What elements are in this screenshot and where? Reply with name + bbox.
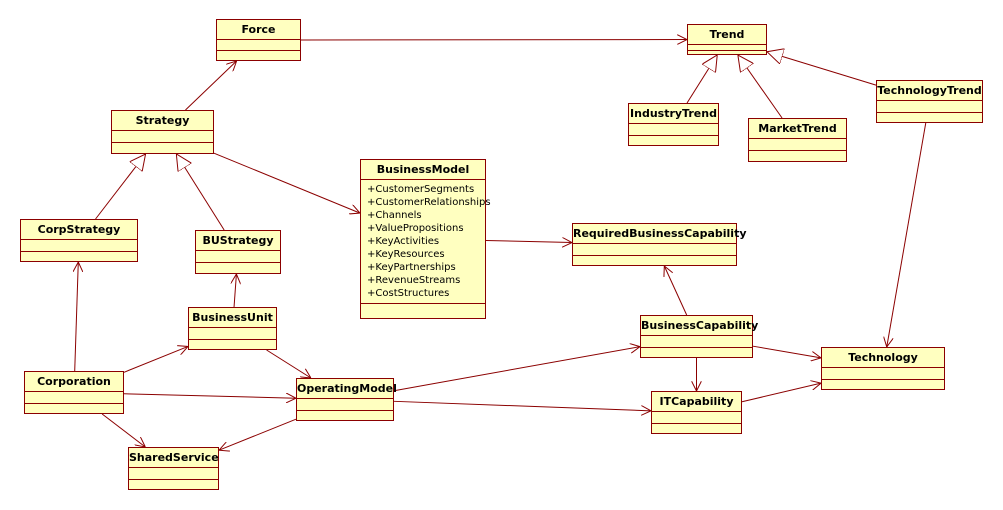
- class-attribute: +CustomerRelationships: [367, 197, 491, 208]
- class-name: BUStrategy: [196, 231, 280, 251]
- class-business-capability[interactable]: BusinessCapability: [640, 315, 758, 358]
- association-business-unit-to-operating-model: [266, 349, 311, 378]
- class-shared-service[interactable]: SharedService: [128, 447, 219, 490]
- class-name: MarketTrend: [749, 119, 846, 139]
- class-it-capability[interactable]: ITCapability: [651, 391, 742, 434]
- class-attributes: [877, 101, 982, 113]
- class-attributes: [112, 131, 213, 143]
- class-market-trend[interactable]: MarketTrend: [748, 118, 847, 162]
- association-corporation-to-operating-model: [123, 394, 296, 398]
- association-strategy-to-force: [185, 61, 236, 111]
- class-attributes: +CustomerSegments +CustomerRelationships +…: [361, 180, 491, 304]
- class-attributes: [129, 468, 218, 480]
- class-attribute: +KeyResources: [367, 249, 445, 260]
- generalization-corp-strategy-to-strategy: [95, 154, 146, 220]
- class-attributes: [652, 412, 741, 424]
- class-name: Technology: [822, 348, 944, 368]
- class-name: TechnologyTrend: [877, 81, 982, 101]
- class-attribute: +RevenueStreams: [367, 275, 461, 286]
- class-attributes: [573, 244, 736, 256]
- association-it-capability-to-technology: [741, 383, 821, 403]
- class-required-business-capability[interactable]: RequiredBusinessCapability: [572, 223, 747, 266]
- class-attribute: +ValuePropositions: [367, 223, 464, 234]
- class-name: ITCapability: [652, 392, 741, 412]
- class-attributes: [25, 392, 123, 404]
- class-name: Force: [217, 20, 300, 40]
- association-technology-trend-to-technology: [887, 122, 927, 347]
- class-name: SharedService: [129, 448, 219, 468]
- association-business-model-to-required-business-capability: [485, 240, 572, 242]
- association-corporation-to-corp-strategy: [75, 262, 79, 372]
- class-business-model[interactable]: BusinessModel +CustomerSegments +CustomerR…: [360, 159, 491, 319]
- association-operating-model-to-it-capability: [393, 400, 651, 411]
- class-attributes: [189, 328, 276, 340]
- class-force[interactable]: Force: [216, 19, 301, 61]
- class-attribute: +KeyActivities: [367, 236, 440, 247]
- class-attributes: [196, 251, 280, 263]
- generalization-market-trend-to-trend: [738, 55, 783, 119]
- class-name: BusinessCapability: [641, 316, 758, 336]
- class-corporation[interactable]: Corporation: [24, 371, 124, 414]
- class-attributes: [297, 399, 393, 411]
- class-corp-strategy[interactable]: CorpStrategy: [20, 219, 138, 262]
- association-operating-model-to-shared-service: [219, 418, 297, 450]
- class-name: BusinessUnit: [189, 308, 276, 328]
- association-business-capability-to-technology: [752, 345, 821, 358]
- generalization-bu-strategy-to-strategy: [176, 154, 225, 231]
- association-business-unit-to-bu-strategy: [234, 274, 236, 308]
- association-strategy-to-business-model: [213, 152, 360, 213]
- class-attribute: +CustomerSegments: [367, 184, 475, 195]
- class-attribute: +CostStructures: [367, 288, 450, 299]
- class-name: IndustryTrend: [629, 104, 718, 124]
- generalization-industry-trend-to-trend: [686, 55, 717, 104]
- class-name: Corporation: [25, 372, 123, 392]
- class-operating-model[interactable]: OperatingModel: [296, 378, 397, 421]
- class-attributes: [641, 336, 752, 348]
- class-industry-trend[interactable]: IndustryTrend: [628, 103, 719, 146]
- class-attributes: [21, 240, 137, 252]
- association-corporation-to-shared-service: [101, 413, 145, 447]
- class-name: RequiredBusinessCapability: [573, 224, 747, 244]
- class-strategy[interactable]: Strategy: [111, 110, 214, 154]
- class-bu-strategy[interactable]: BUStrategy: [195, 230, 281, 274]
- class-name: BusinessModel: [361, 160, 485, 180]
- class-attributes: [688, 45, 766, 51]
- association-operating-model-to-business-capability: [393, 347, 640, 392]
- generalization-technology-trend-to-trend: [767, 52, 877, 86]
- class-attribute: +KeyPartnerships: [367, 262, 456, 273]
- class-attributes: [749, 139, 846, 151]
- class-attributes: [629, 124, 718, 136]
- class-attribute: +Channels: [367, 210, 422, 221]
- association-business-capability-to-required-business-capability: [664, 266, 688, 316]
- class-business-unit[interactable]: BusinessUnit: [188, 307, 277, 350]
- class-attributes: [822, 368, 944, 380]
- class-name: OperatingModel: [297, 379, 397, 399]
- class-name: Strategy: [112, 111, 213, 131]
- class-technology-trend[interactable]: TechnologyTrend: [876, 80, 983, 123]
- class-trend[interactable]: Trend: [687, 24, 767, 55]
- association-corporation-to-business-unit: [123, 346, 188, 373]
- class-technology[interactable]: Technology: [821, 347, 945, 390]
- class-attributes: [217, 40, 300, 51]
- class-name: Trend: [688, 25, 766, 45]
- class-name: CorpStrategy: [21, 220, 137, 240]
